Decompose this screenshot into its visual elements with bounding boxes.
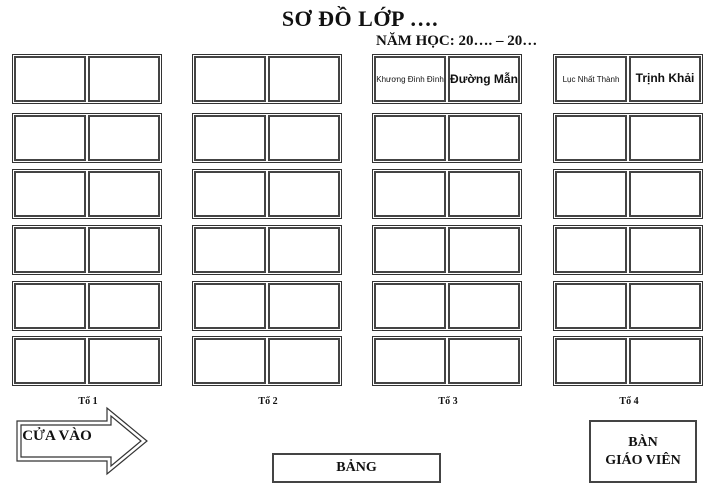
seat <box>194 56 266 102</box>
seat <box>14 283 86 329</box>
desk: Lục Nhất Thành Trịnh Khải <box>553 54 703 104</box>
seat <box>268 227 340 273</box>
desk <box>12 113 162 163</box>
seat <box>88 338 160 384</box>
seat <box>268 338 340 384</box>
desk <box>12 225 162 275</box>
desk <box>192 336 342 386</box>
desk <box>372 281 522 331</box>
seat <box>448 227 520 273</box>
seat <box>14 115 86 161</box>
seat <box>448 171 520 217</box>
seat <box>14 56 86 102</box>
seat <box>448 283 520 329</box>
seat <box>555 338 627 384</box>
teacher-desk-line2: GIÁO VIÊN <box>605 452 681 468</box>
desk <box>192 225 342 275</box>
seat <box>374 227 446 273</box>
seat <box>629 115 701 161</box>
seat <box>555 115 627 161</box>
desk <box>12 169 162 219</box>
page-title: SƠ ĐỒ LỚP …. <box>281 6 439 31</box>
seat <box>629 283 701 329</box>
desk: Khương Đình Đình Đường Mẫn <box>372 54 522 104</box>
seat <box>268 283 340 329</box>
board: BẢNG <box>272 453 441 483</box>
teacher-desk-line1: BÀN <box>628 434 658 450</box>
entrance-label: CỬA VÀO <box>22 428 92 444</box>
group-2-label: Tổ 2 <box>258 396 278 407</box>
desk <box>553 169 703 219</box>
seat <box>194 283 266 329</box>
seat <box>88 283 160 329</box>
teacher-desk: BÀN GIÁO VIÊN <box>589 420 697 483</box>
desk <box>192 169 342 219</box>
desk <box>553 336 703 386</box>
entrance-arrow-icon <box>16 406 148 476</box>
seat <box>88 56 160 102</box>
seat <box>194 115 266 161</box>
desk <box>372 336 522 386</box>
desk <box>372 113 522 163</box>
seat: Lục Nhất Thành <box>555 56 627 102</box>
seat <box>629 171 701 217</box>
desk <box>192 54 342 104</box>
seat <box>88 115 160 161</box>
seat: Khương Đình Đình <box>374 56 446 102</box>
group-3-label: Tổ 3 <box>438 396 458 407</box>
seat: Trịnh Khải <box>629 56 701 102</box>
seat <box>194 227 266 273</box>
seat <box>555 171 627 217</box>
group-1-label: Tổ 1 <box>78 396 98 407</box>
group-4-label: Tổ 4 <box>619 396 639 407</box>
seat <box>268 56 340 102</box>
seat <box>374 283 446 329</box>
desk <box>12 336 162 386</box>
desk <box>553 225 703 275</box>
seat <box>14 227 86 273</box>
desk <box>372 169 522 219</box>
seat <box>194 171 266 217</box>
desk <box>553 281 703 331</box>
desk <box>12 281 162 331</box>
seat <box>374 115 446 161</box>
desk <box>12 54 162 104</box>
seat <box>555 283 627 329</box>
seat <box>374 171 446 217</box>
seat <box>268 115 340 161</box>
seat <box>555 227 627 273</box>
desk <box>553 113 703 163</box>
desk <box>192 113 342 163</box>
seat <box>629 338 701 384</box>
seat <box>448 338 520 384</box>
desk <box>192 281 342 331</box>
school-year: NĂM HỌC: 20…. – 20… <box>376 33 538 49</box>
seat <box>268 171 340 217</box>
seat <box>14 171 86 217</box>
seat <box>629 227 701 273</box>
seat <box>88 171 160 217</box>
seat <box>194 338 266 384</box>
seat <box>14 338 86 384</box>
seat: Đường Mẫn <box>448 56 520 102</box>
seat <box>88 227 160 273</box>
seat <box>374 338 446 384</box>
seat <box>448 115 520 161</box>
desk <box>372 225 522 275</box>
